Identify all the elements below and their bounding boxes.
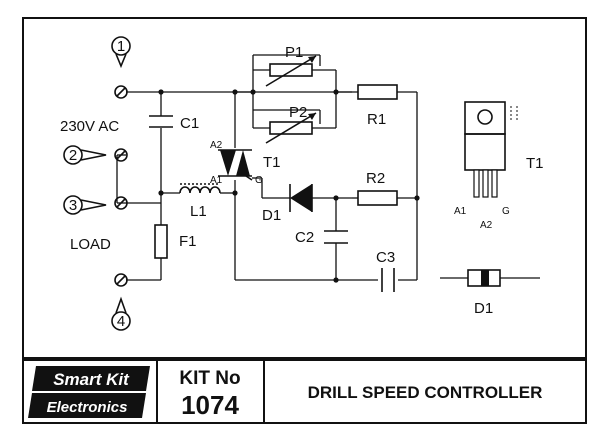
capacitor-c3: C3 <box>376 249 395 292</box>
potentiometer-p1: P1 <box>265 44 317 87</box>
terminal-1-number: 1 <box>117 38 125 55</box>
c3-label: C3 <box>376 249 395 266</box>
t1-pin-a1: A1 <box>454 206 467 217</box>
terminal-1: 1 <box>111 36 131 99</box>
supply-label: 230V AC <box>60 118 119 135</box>
d1-package-label: D1 <box>474 300 493 317</box>
terminal-2: 2 <box>63 145 128 165</box>
diode-d1: D1 <box>262 184 313 224</box>
logo-line-2: Electronics <box>47 399 128 416</box>
terminal-4: 4 <box>111 273 131 331</box>
c1-label: C1 <box>180 115 199 132</box>
t1-label: T1 <box>263 154 281 171</box>
triac-g-label: G <box>255 175 263 186</box>
wires <box>116 54 418 281</box>
p1-label: P1 <box>285 44 303 61</box>
t1-pin-g: G <box>502 206 510 217</box>
t1-package-drawing: T1 A1 A2 G <box>454 101 544 231</box>
kit-number: 1074 <box>181 390 239 420</box>
capacitor-c2: C2 <box>295 229 348 246</box>
c2-label: C2 <box>295 229 314 246</box>
capacitor-c1: C1 <box>149 115 199 132</box>
d1-label: D1 <box>262 207 281 224</box>
terminal-4-number: 4 <box>117 313 125 330</box>
r1-label: R1 <box>367 111 386 128</box>
f1-label: F1 <box>179 233 197 250</box>
brand-logo: Smart Kit Electronics <box>28 366 150 418</box>
terminal-2-number: 2 <box>69 147 77 164</box>
triac-t1: A2 A1 G T1 <box>210 140 281 186</box>
inductor-l1: L1 <box>179 183 221 220</box>
fuse-f1: F1 <box>154 224 197 259</box>
triac-a2-label: A2 <box>210 140 223 151</box>
l1-label: L1 <box>190 203 207 220</box>
terminal-3-number: 3 <box>69 197 77 214</box>
t1-package-label: T1 <box>526 155 544 172</box>
kit-label: KIT No <box>179 368 240 389</box>
potentiometer-p2: P2 <box>265 104 317 144</box>
triac-a1-label: A1 <box>210 175 223 186</box>
d1-package-drawing: D1 <box>440 269 540 317</box>
p2-label: P2 <box>289 104 307 121</box>
resistor-r2: R2 <box>357 170 398 206</box>
r2-label: R2 <box>366 170 385 187</box>
resistor-r1: R1 <box>357 84 398 128</box>
t1-pin-a2: A2 <box>480 220 493 231</box>
title-block-frame <box>22 359 587 424</box>
logo-line-1: Smart Kit <box>53 370 130 389</box>
load-label: LOAD <box>70 236 111 253</box>
page-title: DRILL SPEED CONTROLLER <box>308 383 543 402</box>
terminal-3: 3 <box>63 195 128 215</box>
junction-dots <box>158 89 420 283</box>
